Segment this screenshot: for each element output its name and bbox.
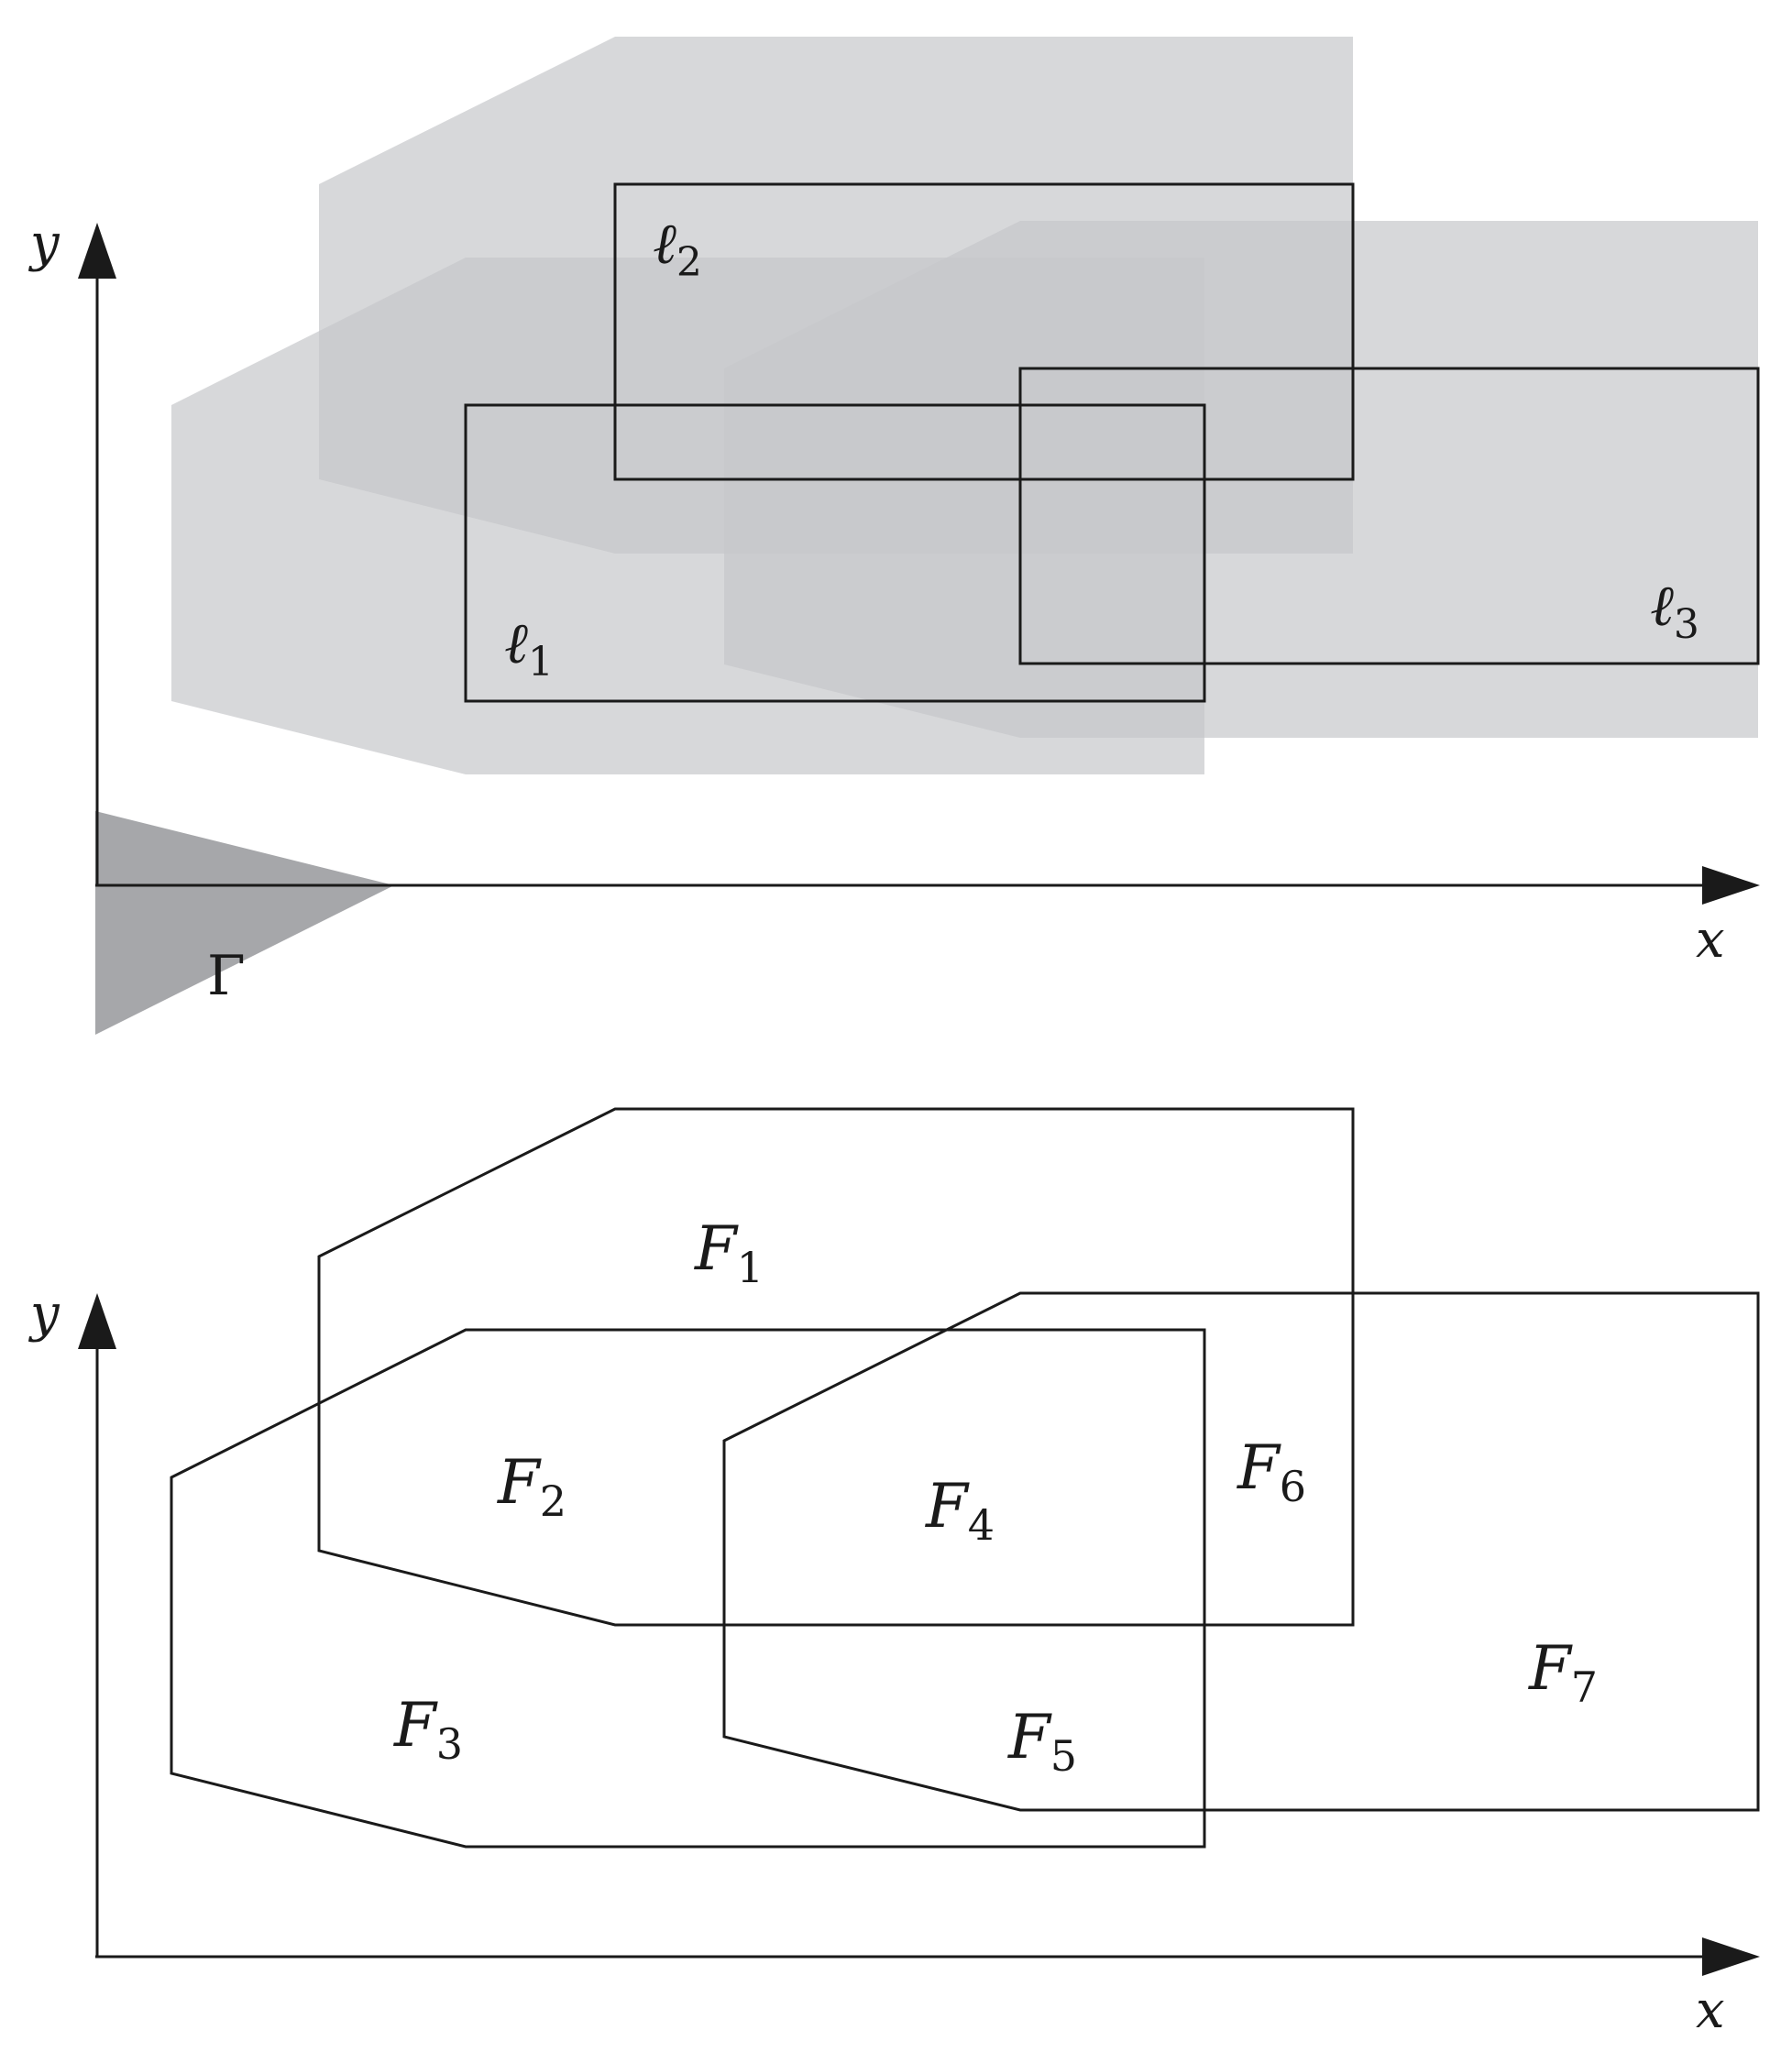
- x-axis-arrow-top: [1702, 866, 1760, 905]
- label-l3: ℓ3: [1650, 572, 1699, 648]
- cone-label: Γ: [207, 944, 246, 1008]
- box-l2: [613, 182, 1355, 481]
- label-f6: F6: [1237, 1432, 1306, 1511]
- y-axis-arrow-bottom: [78, 1293, 116, 1349]
- y-axis-arrow-top: [78, 223, 116, 279]
- x-axis-label-top: x: [1696, 910, 1725, 970]
- label-l1: ℓ1: [504, 609, 554, 686]
- region-outline-2: [170, 1328, 1206, 1849]
- bottom-panel: y x F1 F2 F3 F4 F5 F6 F7: [27, 1107, 1760, 2040]
- box-l3: [1018, 367, 1760, 665]
- label-l2: ℓ2: [653, 210, 702, 286]
- top-panel: y x Γ ℓ2 ℓ1 ℓ3: [27, 37, 1760, 1035]
- y-axis-label-top: y: [27, 214, 60, 273]
- region-outline-3: [722, 1291, 1760, 1812]
- label-f2: F2: [497, 1447, 566, 1526]
- box-l1: [464, 403, 1206, 703]
- cone-gamma: [95, 811, 394, 1035]
- region-outline-1: [317, 1107, 1355, 1627]
- y-axis-label-bottom: y: [27, 1284, 60, 1344]
- label-f4: F4: [925, 1471, 995, 1550]
- x-axis-arrow-bottom: [1702, 1937, 1760, 1976]
- label-f7: F7: [1528, 1633, 1598, 1712]
- label-f1: F1: [694, 1213, 764, 1292]
- label-f5: F5: [1007, 1702, 1077, 1781]
- label-f3: F3: [393, 1690, 463, 1769]
- x-axis-label-bottom: x: [1696, 1981, 1725, 2040]
